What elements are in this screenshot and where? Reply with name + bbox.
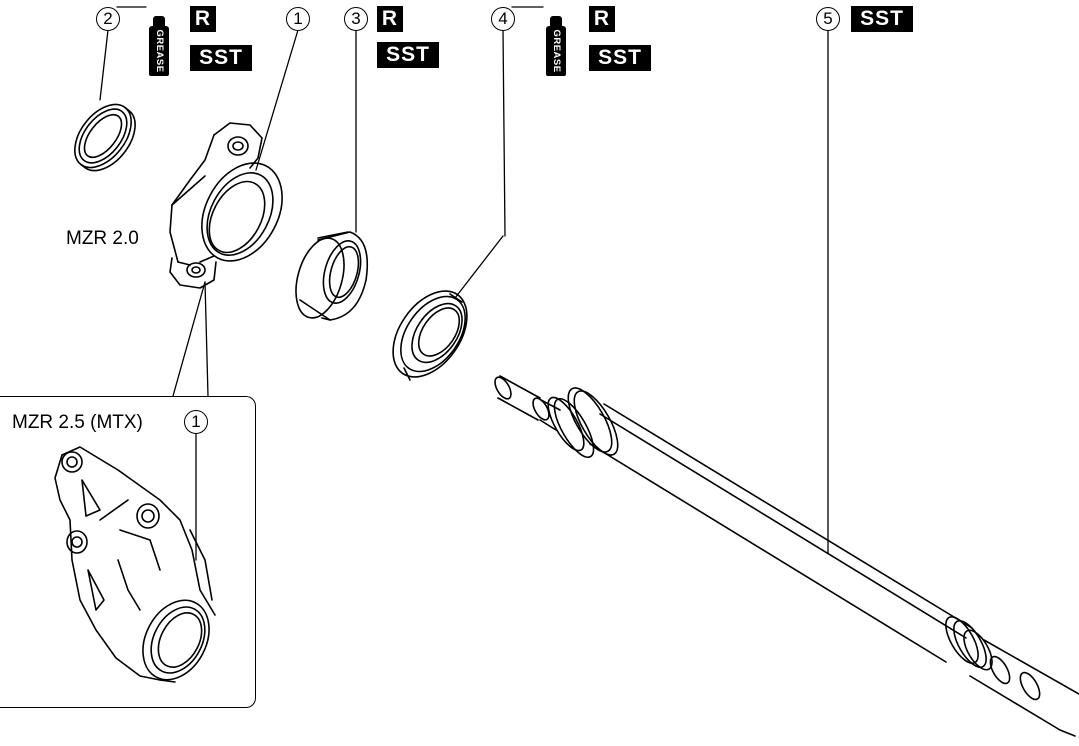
grease-label: GREASE <box>154 29 165 73</box>
grease-can-icon: GREASE <box>149 16 169 76</box>
sst-badge: SST <box>851 6 913 32</box>
part-2-seal-ring <box>74 103 136 172</box>
grease-can-icon: GREASE <box>546 16 566 76</box>
replace-badge: R <box>589 6 615 32</box>
callout-5: 5 <box>816 7 840 31</box>
part-4-oil-seal <box>392 290 468 381</box>
part-1-bearing-support-mtx <box>54 446 216 683</box>
sst-badge: SST <box>377 42 439 68</box>
grease-can-cap <box>550 16 562 26</box>
grease-can-cap <box>153 16 165 26</box>
callout-1-inset: 1 <box>184 410 208 434</box>
callout-3: 3 <box>344 7 368 31</box>
part-3-bearing <box>295 231 369 321</box>
part-1-bearing-support <box>169 122 283 289</box>
callout-2: 2 <box>96 7 120 31</box>
sst-badge: SST <box>190 45 252 71</box>
sst-badge: SST <box>589 45 651 71</box>
part-5-joint-shaft <box>494 375 1079 737</box>
replace-badge: R <box>377 6 403 32</box>
mzr20-label: MZR 2.0 <box>66 228 139 249</box>
mzr25-label: MZR 2.5 (MTX) <box>12 412 143 433</box>
leader-lines <box>99 6 829 561</box>
mzr25-inset-frame <box>0 396 256 708</box>
callout-1: 1 <box>286 7 310 31</box>
replace-badge: R <box>190 6 216 32</box>
callout-4: 4 <box>491 7 515 31</box>
grease-label: GREASE <box>551 29 562 73</box>
